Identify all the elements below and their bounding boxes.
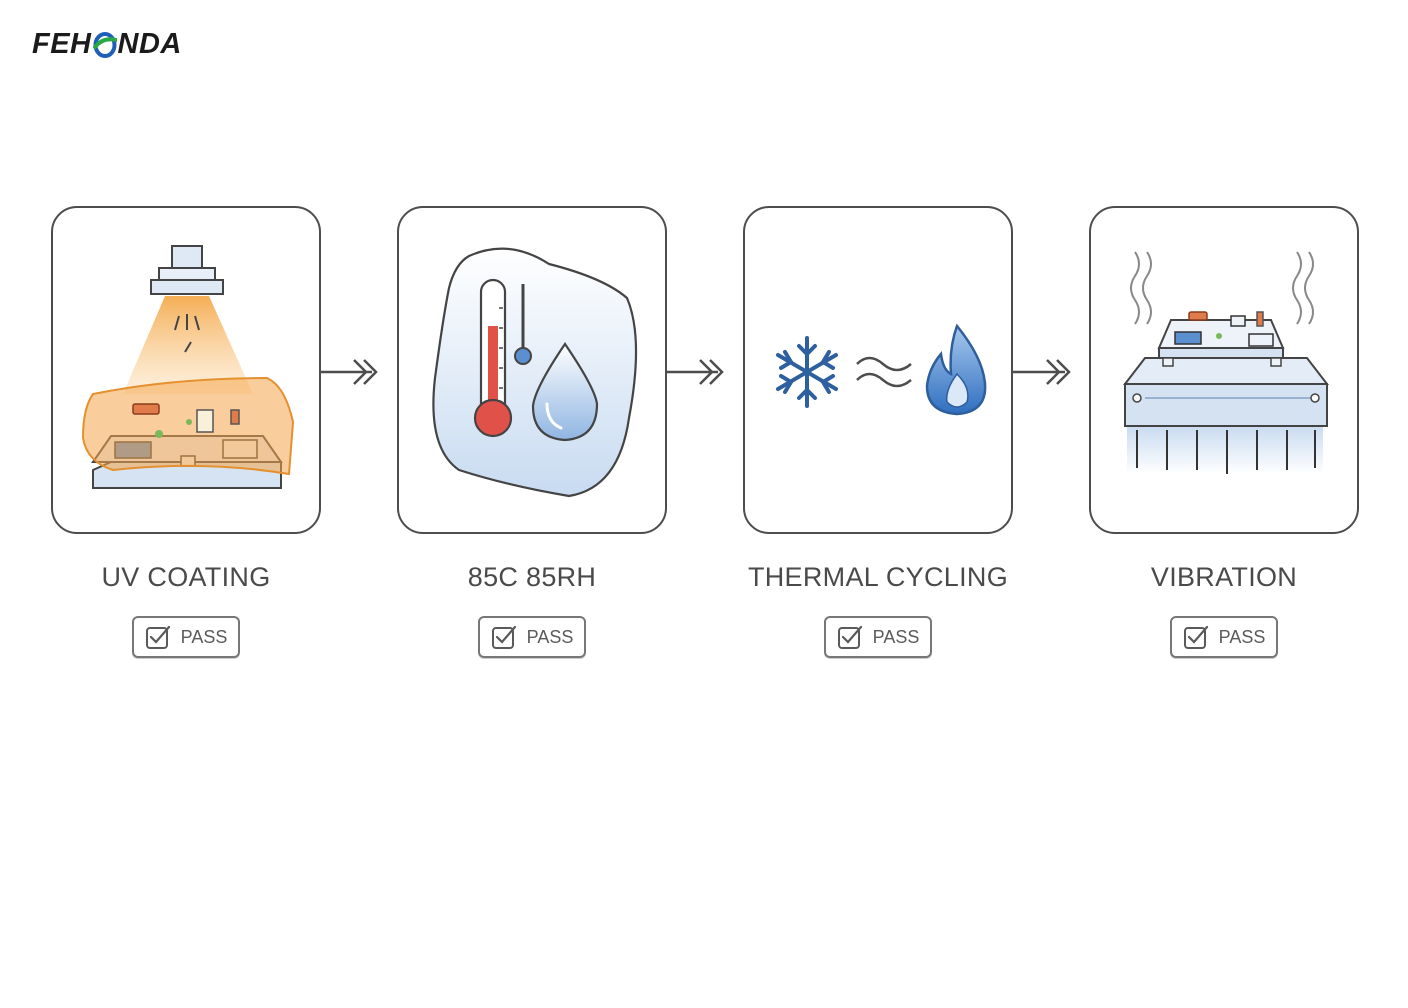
status-badge-thermal-cycling: PASS (824, 616, 932, 658)
stage-label-uv-coating: UV COATING (101, 562, 271, 592)
stage-card-uv-coating (51, 206, 321, 534)
double-chevron-arrow-icon (320, 359, 378, 385)
brand-prefix: FEH (32, 28, 92, 60)
brand-logo: FEH NDA (32, 28, 182, 61)
double-chevron-arrow-icon (666, 359, 724, 385)
double-chevron-arrow-icon (1013, 359, 1071, 385)
checkbox-checked-icon (837, 625, 862, 649)
checkbox-checked-icon (491, 625, 516, 649)
status-text: PASS (1218, 626, 1266, 647)
brand-o-swoosh-icon (92, 31, 118, 59)
stage-label-thermal-cycling: THERMAL CYCLING (747, 562, 1009, 592)
stage-card-thermal-cycling (743, 206, 1013, 534)
status-badge-uv-coating: PASS (132, 616, 240, 658)
snowflake-flame-icon (776, 323, 987, 416)
status-text: PASS (526, 626, 574, 647)
stage-label-85c-85rh: 85C 85RH (467, 562, 597, 592)
stage-label-vibration: VIBRATION (1150, 562, 1298, 592)
status-text: PASS (872, 626, 920, 647)
stage-card-85c-85rh (397, 206, 667, 534)
vibration-table-icon (1122, 251, 1330, 474)
status-badge-85c-85rh: PASS (478, 616, 586, 658)
checkbox-checked-icon (145, 625, 170, 649)
status-badge-vibration: PASS (1170, 616, 1278, 658)
brand-suffix: NDA (117, 28, 182, 60)
uv-lamp-pcb-icon (81, 245, 295, 489)
stage-card-vibration (1089, 206, 1359, 534)
status-text: PASS (180, 626, 228, 647)
checkbox-checked-icon (1183, 625, 1208, 649)
thermometer-droplet-icon (432, 247, 638, 498)
